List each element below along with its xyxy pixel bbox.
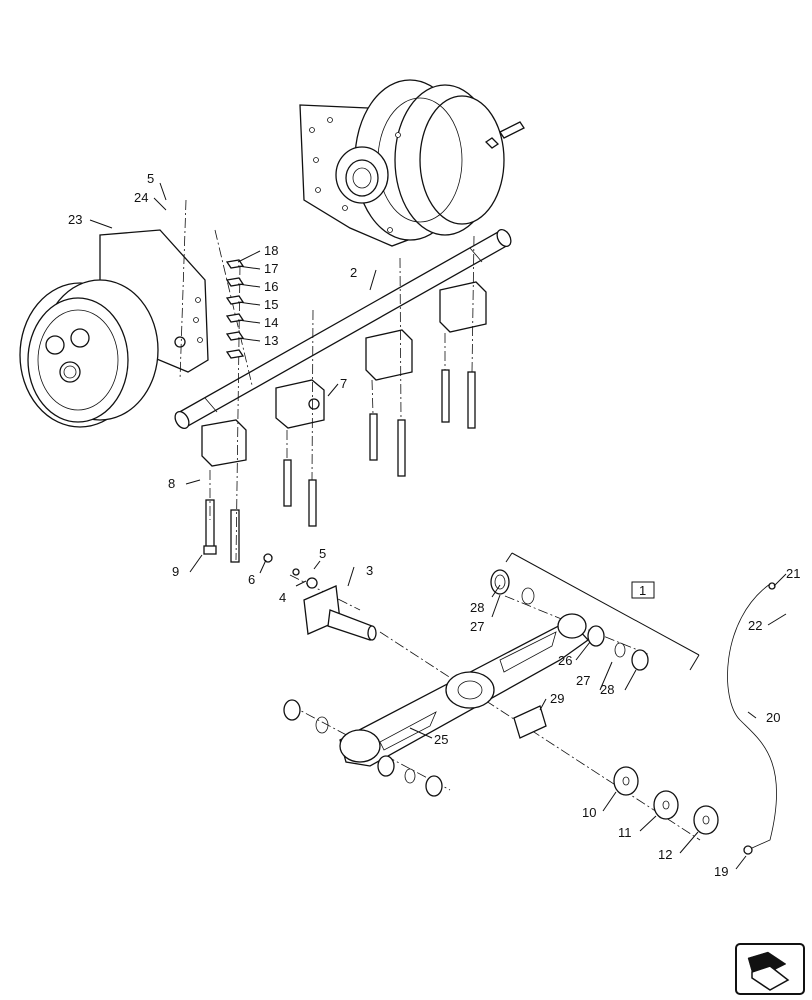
callout-6: 6 xyxy=(248,572,255,587)
swing-arm xyxy=(339,613,589,767)
washers xyxy=(613,766,719,835)
callout-16: 16 xyxy=(264,279,278,294)
callout-20: 20 xyxy=(766,710,780,725)
callout-25: 25 xyxy=(434,732,448,747)
callout-11: 11 xyxy=(618,825,632,840)
callout-5-lower: 5 xyxy=(319,546,326,561)
callout-28-left: 28 xyxy=(470,600,484,615)
next-page-arrow-icon[interactable] xyxy=(735,943,805,995)
callout-19: 19 xyxy=(714,864,728,879)
callout-24: 24 xyxy=(134,190,148,205)
callout-7: 7 xyxy=(340,376,347,391)
mounting-bolts xyxy=(203,369,476,563)
pivot-pin xyxy=(263,553,377,641)
axle-shaft xyxy=(174,228,512,430)
bearings-and-seals xyxy=(283,569,649,797)
final-drive-housing-upper xyxy=(299,79,525,247)
callout-9: 9 xyxy=(172,564,179,579)
callout-labels: 1 2 3 4 5 5 6 7 8 9 10 11 12 13 14 15 16… xyxy=(68,171,800,879)
callout-13: 13 xyxy=(264,333,278,348)
callout-15: 15 xyxy=(264,297,278,312)
callout-17: 17 xyxy=(264,261,278,276)
shim-stack xyxy=(225,259,245,359)
callout-5-top: 5 xyxy=(147,171,154,186)
callout-26: 26 xyxy=(558,653,572,668)
callout-14: 14 xyxy=(264,315,278,330)
callout-21: 21 xyxy=(786,566,800,581)
callout-28-right: 28 xyxy=(600,682,614,697)
callout-29: 29 xyxy=(550,691,564,706)
callout-27-left: 27 xyxy=(470,619,484,634)
callout-18: 18 xyxy=(264,243,278,258)
leader-lines xyxy=(89,182,787,870)
callout-27-right: 27 xyxy=(576,673,590,688)
callout-8: 8 xyxy=(168,476,175,491)
final-drive-motor-left xyxy=(19,229,209,428)
callout-2: 2 xyxy=(350,265,357,280)
callout-4: 4 xyxy=(279,590,286,605)
callout-10: 10 xyxy=(582,805,596,820)
callout-12: 12 xyxy=(658,847,672,862)
callout-1: 1 xyxy=(639,583,646,598)
callout-22: 22 xyxy=(748,618,762,633)
callout-23: 23 xyxy=(68,212,82,227)
callout-3: 3 xyxy=(366,563,373,578)
clamp-blocks xyxy=(201,281,487,467)
assembly-bracket xyxy=(505,552,700,671)
grease-line xyxy=(727,582,777,855)
